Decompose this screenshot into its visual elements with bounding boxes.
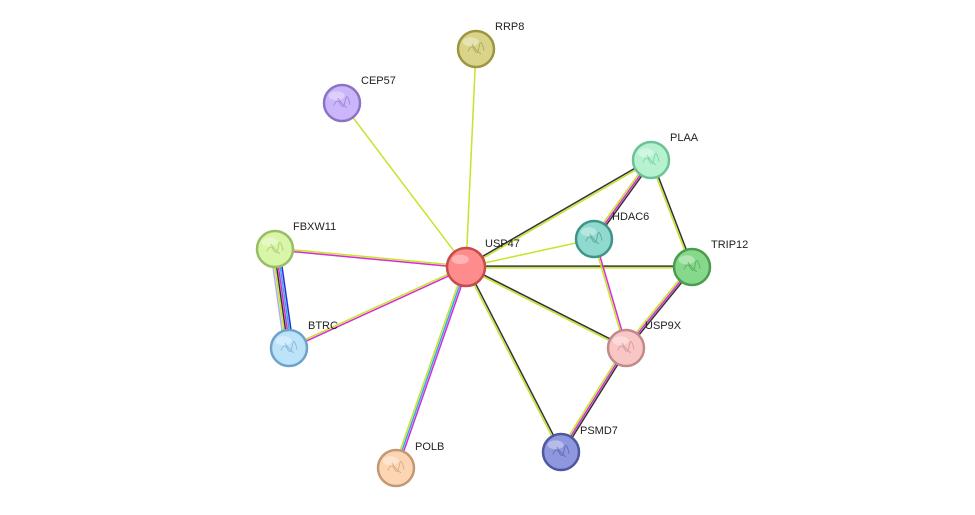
node-fbxw11[interactable]: FBXW11 [255, 221, 336, 269]
edge-line-textmining [393, 266, 466, 468]
edge-line-textmining [466, 160, 652, 269]
edge-usp47-rrp8[interactable] [465, 48, 477, 268]
node-label: TRIP12 [711, 239, 748, 251]
node-label: USP9X [645, 320, 682, 332]
node-usp9x[interactable]: USP9X [606, 320, 682, 368]
node-highlight [451, 254, 469, 265]
node-highlight [637, 148, 654, 158]
edge-line-coexpression [561, 348, 629, 454]
node-highlight [382, 456, 399, 466]
node-highlight [275, 336, 292, 346]
node-trip12[interactable]: TRIP12 [672, 239, 748, 287]
node-label: PLAA [670, 132, 699, 144]
node-highlight [328, 91, 345, 101]
node-rrp8[interactable]: RRP8 [456, 21, 524, 69]
node-circle [445, 246, 487, 288]
node-label: BTRC [308, 320, 338, 332]
node-highlight [547, 440, 564, 450]
edge-line-textmining [558, 346, 626, 452]
protein-structure-icon [333, 96, 351, 109]
protein-structure-icon [467, 42, 485, 55]
edge-line-coexpression [465, 158, 651, 267]
edge-line-textmining [465, 267, 626, 350]
node-psmd7[interactable]: PSMD7 [541, 425, 618, 472]
node-label: RRP8 [495, 21, 524, 33]
edge-usp9x-psmd7[interactable] [558, 346, 629, 454]
edge-line-experiments [560, 347, 627, 453]
edge-line-experiments [274, 249, 466, 269]
protein-structure-icon [683, 260, 701, 273]
edge-usp47-usp9x[interactable] [465, 265, 627, 350]
protein-structure-icon [552, 445, 570, 458]
protein-structure-icon [280, 341, 298, 354]
edge-usp47-plaa[interactable] [465, 158, 652, 269]
edge-usp47-hdac6[interactable] [465, 238, 595, 268]
node-highlight [261, 237, 278, 247]
node-polb[interactable]: POLB [376, 441, 444, 488]
node-label: PSMD7 [580, 425, 618, 437]
protein-structure-icon [642, 153, 660, 166]
edge-line-textmining [465, 48, 477, 268]
edge-line-textmining [275, 247, 467, 267]
node-highlight [612, 336, 629, 346]
node-plaa[interactable]: PLAA [631, 132, 699, 180]
edge-usp47-fbxw11[interactable] [274, 247, 467, 269]
node-highlight [580, 227, 597, 237]
node-btrc[interactable]: BTRC [269, 320, 338, 368]
protein-structure-icon [266, 242, 284, 255]
node-label: CEP57 [361, 75, 396, 87]
edge-line-database [395, 266, 467, 469]
protein-structure-icon [617, 341, 635, 354]
edge-line-textmining [464, 267, 561, 453]
edge-line-experiments [396, 267, 469, 469]
edge-line-coexpression [466, 266, 563, 452]
protein-structure-icon [387, 461, 405, 474]
edge-usp47-cep57[interactable] [341, 102, 467, 268]
edge-line-coexpression [466, 265, 627, 348]
edge-usp47-polb[interactable] [393, 266, 469, 469]
node-cep57[interactable]: CEP57 [322, 75, 396, 123]
node-label: POLB [415, 441, 444, 453]
edge-line-textmining [465, 238, 595, 268]
edge-usp47-btrc[interactable] [288, 265, 467, 350]
node-label: USP47 [485, 238, 520, 250]
edge-line-textmining [288, 265, 466, 348]
edge-usp47-psmd7[interactable] [464, 266, 563, 453]
node-highlight [462, 37, 479, 47]
edge-line-experiments [289, 267, 467, 350]
node-highlight [678, 255, 695, 265]
edge-usp47-trip12[interactable] [466, 265, 692, 269]
node-usp47[interactable]: USP47 [445, 238, 520, 288]
edge-line-textmining [341, 102, 467, 268]
protein-structure-icon [585, 232, 603, 245]
node-hdac6[interactable]: HDAC6 [574, 211, 649, 259]
node-label: FBXW11 [293, 221, 336, 233]
node-label: HDAC6 [612, 211, 649, 223]
